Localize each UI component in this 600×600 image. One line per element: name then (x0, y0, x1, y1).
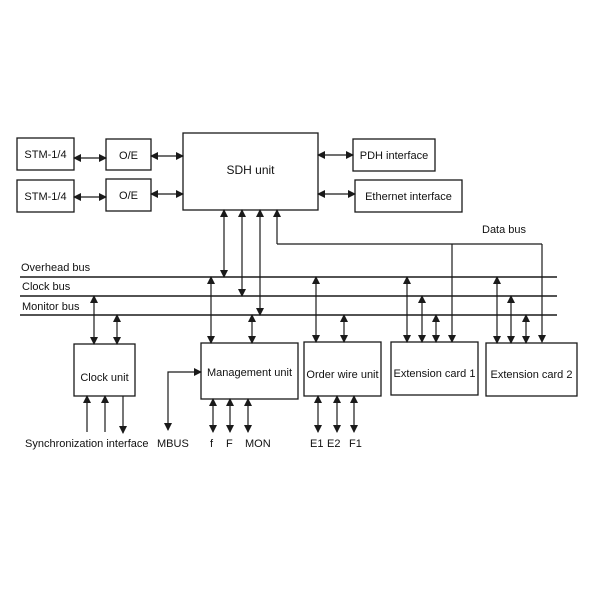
sync-interface-label: Synchronization interface (25, 438, 149, 450)
order-wire-unit-label: Order wire unit (306, 369, 378, 381)
pdh-interface-block: PDH interface (352, 138, 436, 172)
e1-label: E1 (310, 438, 323, 450)
extension-card-2-label: Extension card 2 (491, 369, 573, 381)
extension-card-1-label: Extension card 1 (394, 368, 476, 380)
f-lower-label: f (210, 438, 214, 450)
data-bus-label: Data bus (482, 224, 527, 236)
f-upper-label: F (226, 438, 233, 450)
clock-unit-block: Clock unit (73, 343, 136, 397)
stm-block-2: STM-1/4 (16, 179, 75, 213)
mbus-link (164, 368, 202, 431)
extension-card-2-block: Extension card 2 (485, 342, 578, 397)
oe-block-1: O/E (105, 138, 152, 171)
clock-unit-label: Clock unit (80, 372, 128, 384)
mon-label: MON (245, 438, 271, 450)
stm-block-2-label: STM-1/4 (24, 191, 66, 203)
management-unit-block: Management unit (200, 342, 299, 400)
stm-block-1-label: STM-1/4 (24, 149, 66, 161)
oe-block-2-label: O/E (119, 190, 138, 202)
sdh-unit-block: SDH unit (182, 132, 319, 211)
clock-bus-label: Clock bus (22, 281, 71, 293)
sdh-unit-label: SDH unit (226, 163, 275, 177)
oe-block-2: O/E (105, 178, 152, 212)
e2-label: E2 (327, 438, 340, 450)
pdh-interface-label: PDH interface (360, 150, 428, 162)
ethernet-interface-label: Ethernet interface (365, 191, 452, 203)
ethernet-interface-block: Ethernet interface (354, 179, 463, 213)
order-wire-unit-block: Order wire unit (303, 341, 382, 397)
stm-block-1: STM-1/4 (16, 137, 75, 171)
f1-label: F1 (349, 438, 362, 450)
management-unit-label: Management unit (207, 367, 292, 379)
monitor-bus-label: Monitor bus (22, 301, 80, 313)
overhead-bus-label: Overhead bus (21, 262, 91, 274)
oe-block-1-label: O/E (119, 150, 138, 162)
extension-card-1-block: Extension card 1 (390, 341, 479, 396)
mbus-label: MBUS (157, 438, 189, 450)
